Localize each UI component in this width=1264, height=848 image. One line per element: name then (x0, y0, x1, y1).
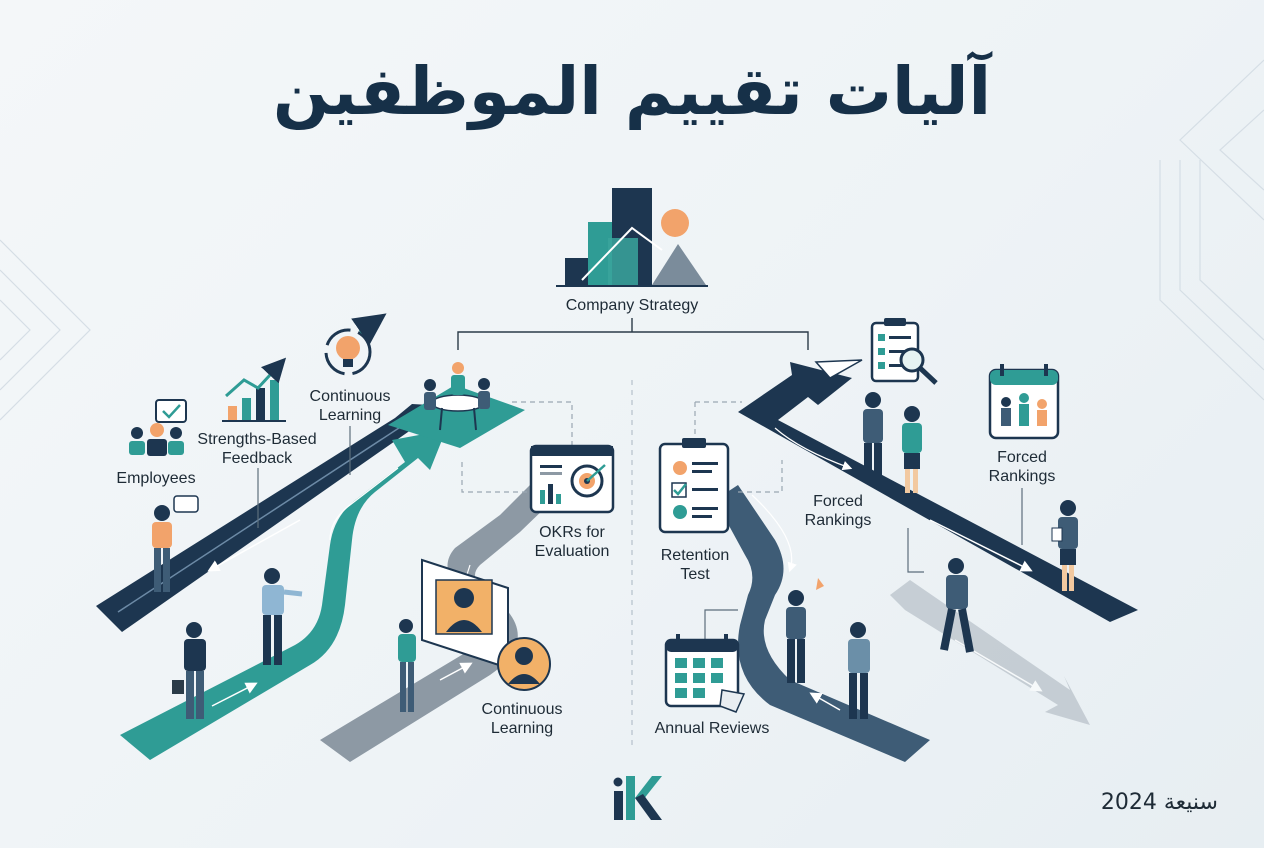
forced-rankings-right-label: Forced Rankings (988, 449, 1056, 485)
person-man-celebrating (786, 578, 824, 683)
logo-ik (613, 776, 662, 820)
left-teal-road (120, 430, 446, 760)
right-navy-road (738, 362, 1138, 622)
faded-gray-road (890, 580, 1090, 725)
person-woman-speaking (152, 495, 199, 592)
calendar-checkmarks-icon (664, 634, 746, 713)
slate-road-right (715, 485, 930, 762)
people-handshake (863, 392, 922, 493)
profile-card-icon (421, 558, 509, 670)
company-strategy-label: Company Strategy (565, 297, 699, 314)
okrs-label: OKRs for Evaluation (534, 524, 610, 560)
meeting-platform (388, 385, 525, 448)
background-decoration (0, 59, 1264, 421)
strategy-tree-lines (457, 318, 809, 350)
person-man-walking-away (940, 558, 974, 653)
person-woman-clipboard (1051, 500, 1078, 591)
footer-date: سنيعة 2024 (1100, 790, 1218, 815)
person-man-walking-slate (848, 622, 870, 719)
bar-chart-strategy-icon (556, 188, 708, 287)
retention-test-label: Retention Test (660, 547, 730, 583)
lightbulb-cycle-icon (324, 313, 387, 376)
annual-reviews-label: Annual Reviews (654, 720, 770, 737)
meeting-table-icon (424, 362, 490, 431)
mountain-icon (652, 244, 706, 285)
callout-lines (257, 426, 1023, 640)
okr-target-dashboard-icon (529, 444, 615, 514)
strengths-feedback-label: Strengths-Based Feedback (197, 431, 317, 467)
person-man-presenting (262, 568, 303, 665)
paper-plane-icon (814, 359, 863, 379)
dashed-connectors (461, 401, 783, 493)
person-man-briefcase (172, 622, 206, 719)
page-title: آليات تقييم الموظفين (272, 53, 992, 130)
growth-chart-icon (222, 357, 287, 422)
avatar-circle-icon (497, 637, 551, 691)
continuous-learning-bottom-label: Continuous Learning (481, 701, 563, 737)
calendar-ranking-icon (988, 364, 1060, 440)
sun-icon (661, 209, 689, 237)
person-woman-gray-road (398, 619, 416, 712)
employees-chat-icon (129, 399, 187, 456)
continuous-learning-top-label: Continuous Learning (309, 388, 391, 424)
clipboard-checklist-icon (658, 438, 730, 534)
forced-rankings-mid-label: Forced Rankings (804, 493, 872, 529)
employees-label: Employees (116, 470, 196, 487)
checklist-magnifier-icon (870, 318, 938, 385)
